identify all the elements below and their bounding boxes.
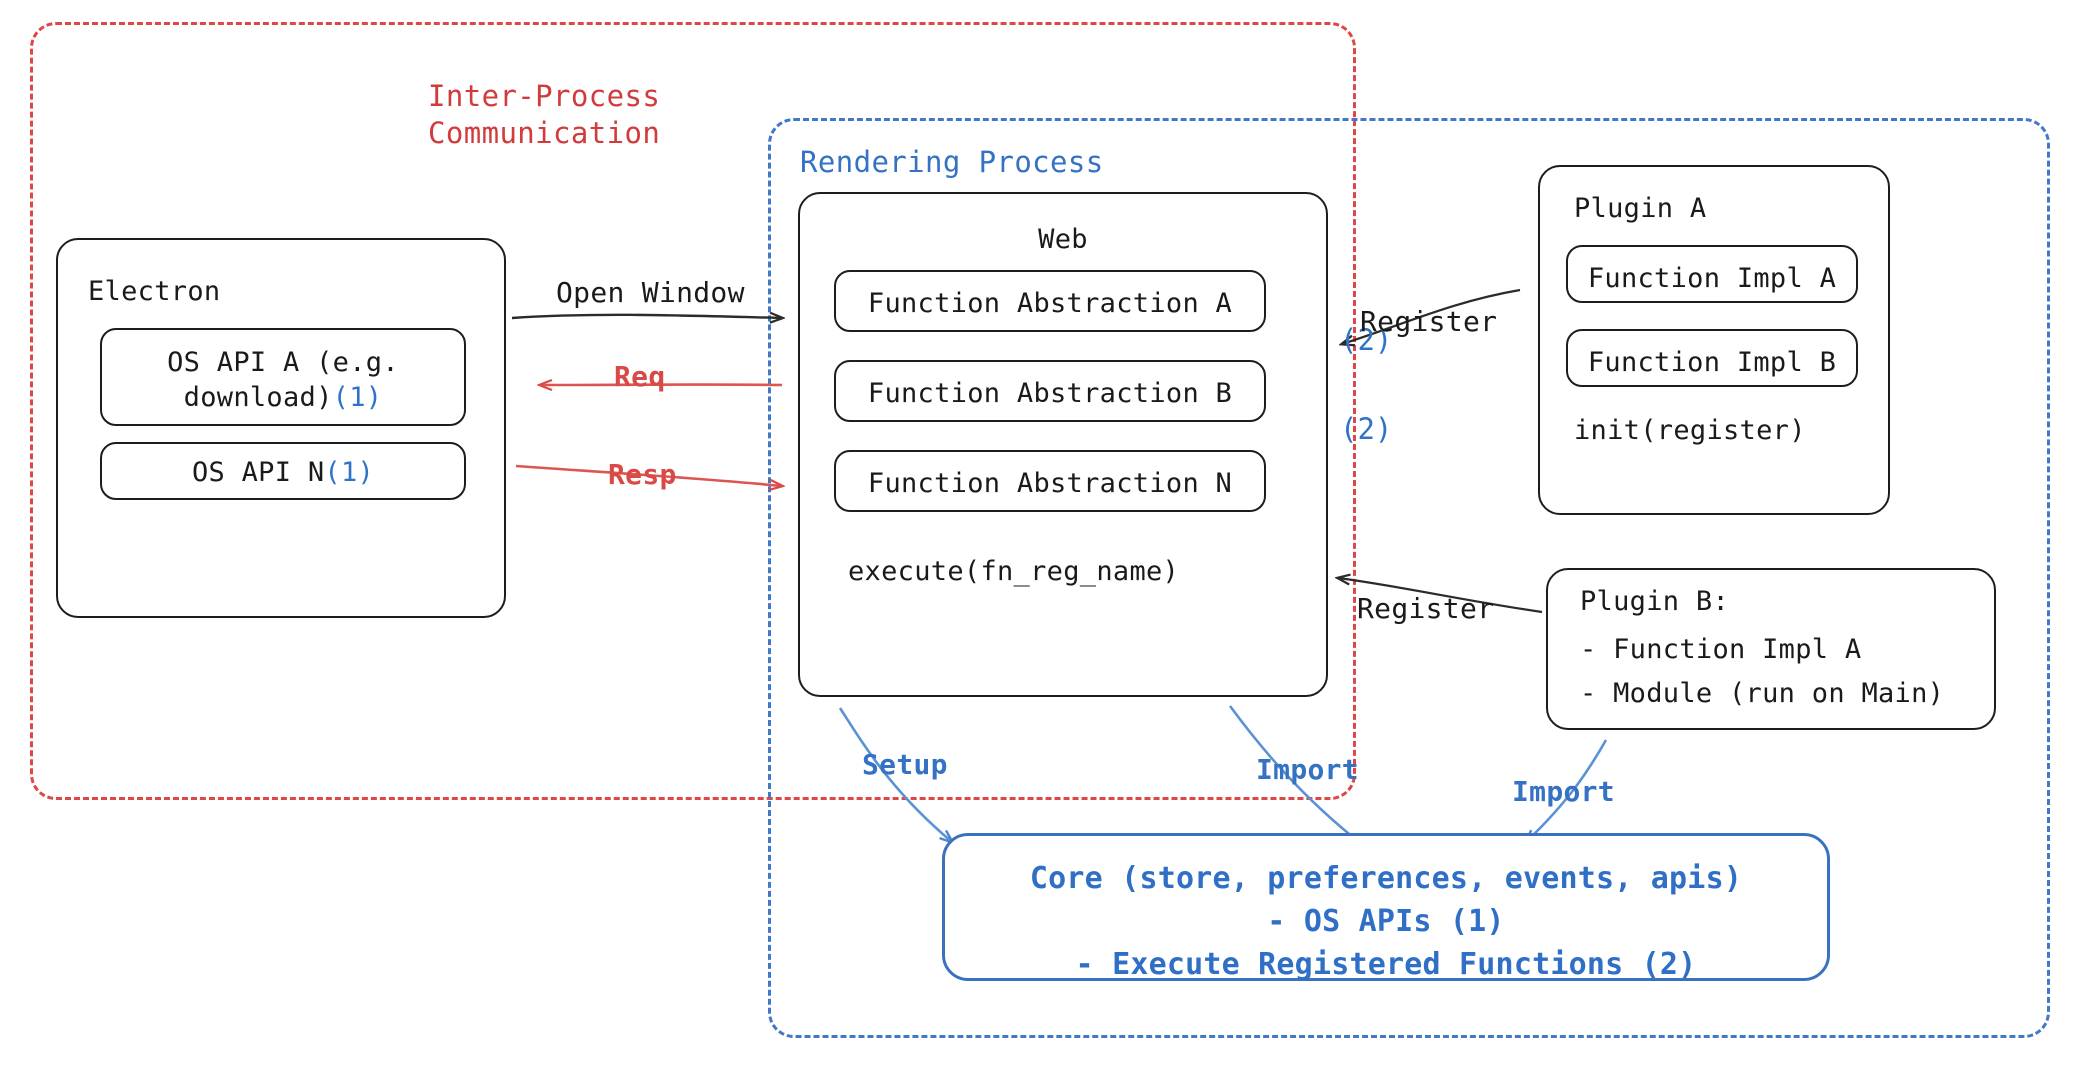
os-api-n-label: OS API N(1) xyxy=(102,455,464,490)
function-abstraction-n-label: Function Abstraction N xyxy=(867,468,1233,499)
plugin-a-init-label: init(register) xyxy=(1574,415,1806,446)
web-execute-label: execute(fn_reg_name) xyxy=(848,556,1180,587)
req-arrow-label: Req xyxy=(614,360,666,393)
web-box: Web Function Abstraction A Function Abst… xyxy=(798,192,1328,697)
open-window-arrow-label: Open Window xyxy=(556,276,745,309)
core-line-1: Core (store, preferences, events, apis) xyxy=(1029,861,1743,896)
function-abstraction-b-box: Function Abstraction B xyxy=(834,360,1266,422)
os-api-a-tag: (1) xyxy=(332,382,383,414)
resp-arrow-label: Resp xyxy=(608,458,677,491)
function-impl-a-label: Function Impl A xyxy=(1587,263,1837,294)
function-abstraction-a-box: Function Abstraction A xyxy=(834,270,1266,332)
function-impl-a-box: Function Impl A xyxy=(1566,245,1858,303)
electron-box: Electron OS API A (e.g. download)(1) OS … xyxy=(56,238,506,618)
plugin-a-box: Plugin A Function Impl A Function Impl B… xyxy=(1538,165,1890,515)
import-plugin-arrow-label: Import xyxy=(1512,775,1615,808)
function-abstraction-b-label: Function Abstraction B xyxy=(867,378,1233,409)
register-top-arrow-label: Register xyxy=(1360,305,1498,338)
function-impl-b-box: Function Impl B xyxy=(1566,329,1858,387)
function-abstraction-a-tag: (2) xyxy=(1340,323,1393,357)
plugin-b-box: Plugin B: - Function Impl A - Module (ru… xyxy=(1546,568,1996,730)
function-impl-b-label: Function Impl B xyxy=(1587,347,1837,378)
web-title: Web xyxy=(1038,224,1088,255)
plugin-b-line-2: - Function Impl A xyxy=(1580,634,1862,665)
function-abstraction-b-tag: (2) xyxy=(1340,412,1393,446)
plugin-b-line-3: - Module (run on Main) xyxy=(1580,678,1945,709)
function-abstraction-a-label: Function Abstraction A xyxy=(867,288,1233,319)
plugin-b-line-1: Plugin B: xyxy=(1580,586,1729,617)
region-inter-process-communication xyxy=(30,22,1356,800)
region-rendering-process xyxy=(768,118,2050,1038)
function-abstraction-n-box: Function Abstraction N xyxy=(834,450,1266,512)
os-api-n-box: OS API N(1) xyxy=(100,442,466,500)
plugin-a-title: Plugin A xyxy=(1574,193,1707,224)
os-api-a-text: OS API A (e.g. download) xyxy=(167,347,399,414)
ipc-region-label: Inter-Process Communication xyxy=(428,79,661,151)
core-box: Core (store, preferences, events, apis) … xyxy=(942,833,1830,982)
os-api-a-label: OS API A (e.g. download)(1) xyxy=(102,345,464,415)
rendering-process-region-label: Rendering Process xyxy=(800,145,1104,179)
os-api-n-text: OS API N xyxy=(191,457,325,488)
core-line-3: - Execute Registered Functions (2) xyxy=(1075,947,1697,982)
electron-title: Electron xyxy=(88,276,221,307)
os-api-n-tag: (1) xyxy=(324,457,375,488)
setup-arrow-label: Setup xyxy=(862,748,948,781)
register-bottom-arrow-label: Register xyxy=(1357,592,1495,625)
import-web-arrow-label: Import xyxy=(1256,753,1359,786)
os-api-a-box: OS API A (e.g. download)(1) xyxy=(100,328,466,426)
core-line-2: - OS APIs (1) xyxy=(1267,904,1505,939)
